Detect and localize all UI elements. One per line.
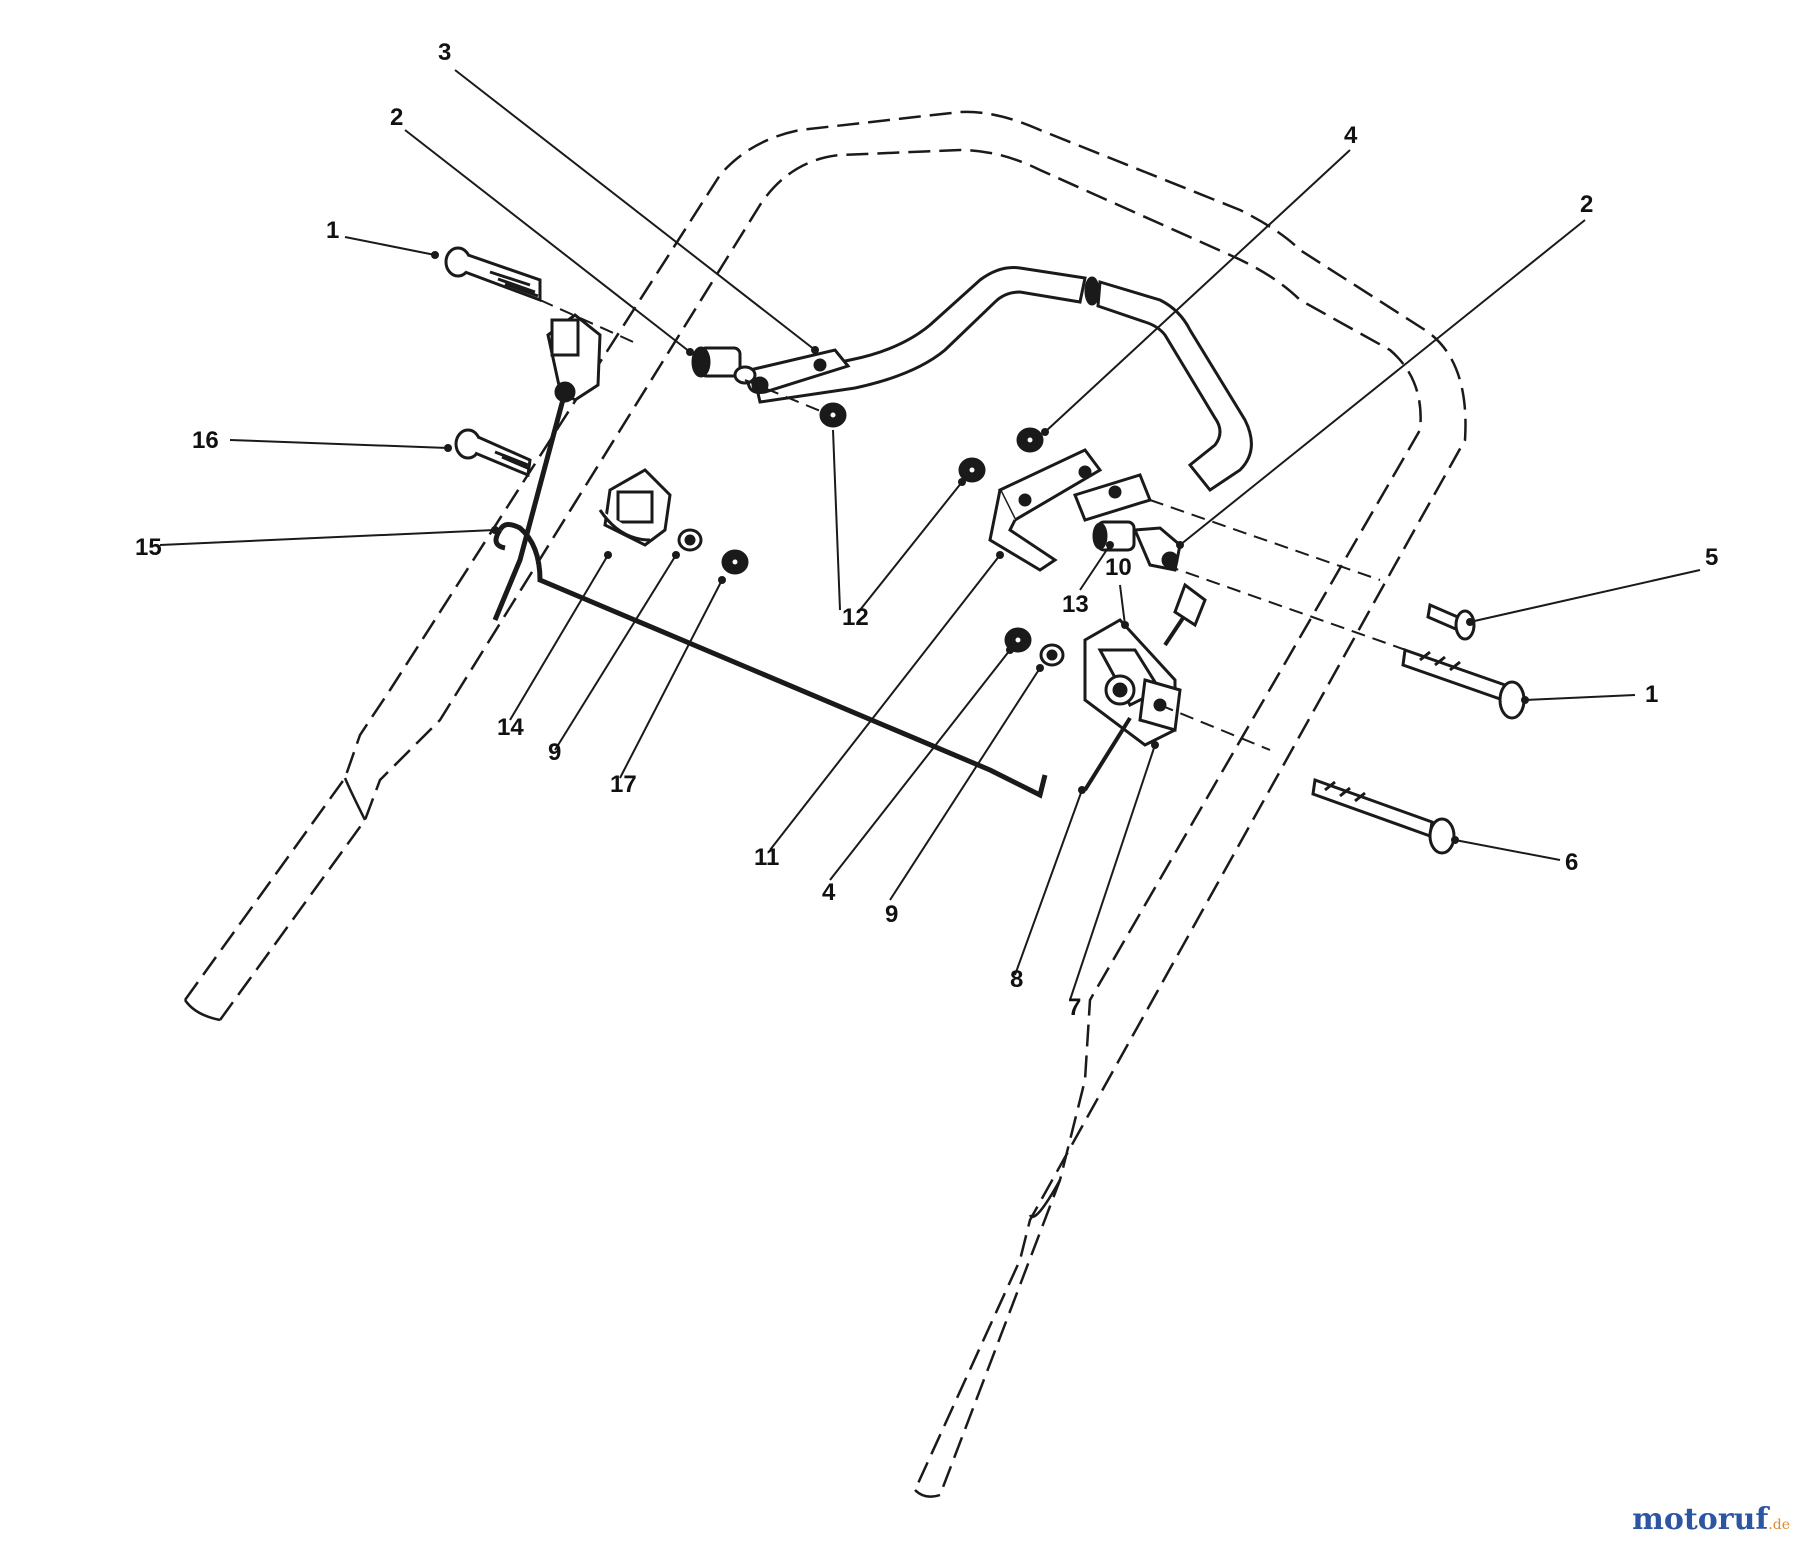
control-rod (493, 522, 1048, 799)
bail-left-plate (691, 346, 851, 394)
callout-label: 16 (192, 427, 219, 454)
left-bolt-16 (454, 428, 532, 478)
watermark-text: motoruf (1632, 1502, 1769, 1537)
callout-label: 2 (390, 104, 403, 131)
callout-label: 4 (1344, 122, 1358, 149)
handle-tube-ends (183, 777, 1062, 1498)
assembly-guide-lines (539, 299, 1421, 751)
right-pivot (1092, 520, 1182, 572)
bail-right-bracket (988, 448, 1152, 572)
callout-label: 15 (135, 534, 162, 561)
right-bolt-5 (1426, 602, 1476, 641)
bail-nuts (819, 402, 1044, 483)
callout-label: 9 (548, 739, 561, 766)
switch-nut-washer (1004, 627, 1065, 667)
callout-label: 11 (754, 844, 779, 871)
callout-label: 9 (885, 901, 898, 928)
left-bolt-1 (444, 246, 542, 303)
callout-leaders (159, 69, 1701, 1001)
watermark-suffix: .de (1768, 1517, 1790, 1533)
callout-label: 8 (1010, 966, 1023, 993)
cable-clip (598, 468, 749, 575)
switch-assembly (1083, 582, 1207, 792)
callout-label: 13 (1062, 591, 1089, 618)
callout-label: 12 (842, 604, 869, 631)
callout-label: 2 (1580, 191, 1593, 218)
callout-label: 3 (438, 39, 451, 66)
callout-label: 1 (326, 217, 339, 244)
callout-label: 1 (1645, 681, 1658, 708)
cable-mount-bracket (492, 313, 602, 621)
right-bolt-6 (1311, 777, 1456, 855)
callout-label: 17 (610, 771, 637, 798)
callout-label: 6 (1565, 849, 1578, 876)
bail-bar (753, 266, 1253, 493)
callout-label: 5 (1705, 544, 1718, 571)
callout-label: 14 (497, 714, 524, 741)
callout-dots (431, 251, 1529, 844)
handle-tube-outline (183, 110, 1467, 1496)
callout-label: 7 (1068, 994, 1081, 1021)
callout-labels: 1 2 3 4 2 16 15 14 9 17 12 11 4 9 13 10 … (135, 39, 1718, 1021)
callout-label: 10 (1105, 554, 1132, 581)
right-bolt-1 (1401, 647, 1526, 720)
watermark-logo: motoruf.de (1632, 1502, 1790, 1537)
callout-label: 4 (822, 879, 836, 906)
